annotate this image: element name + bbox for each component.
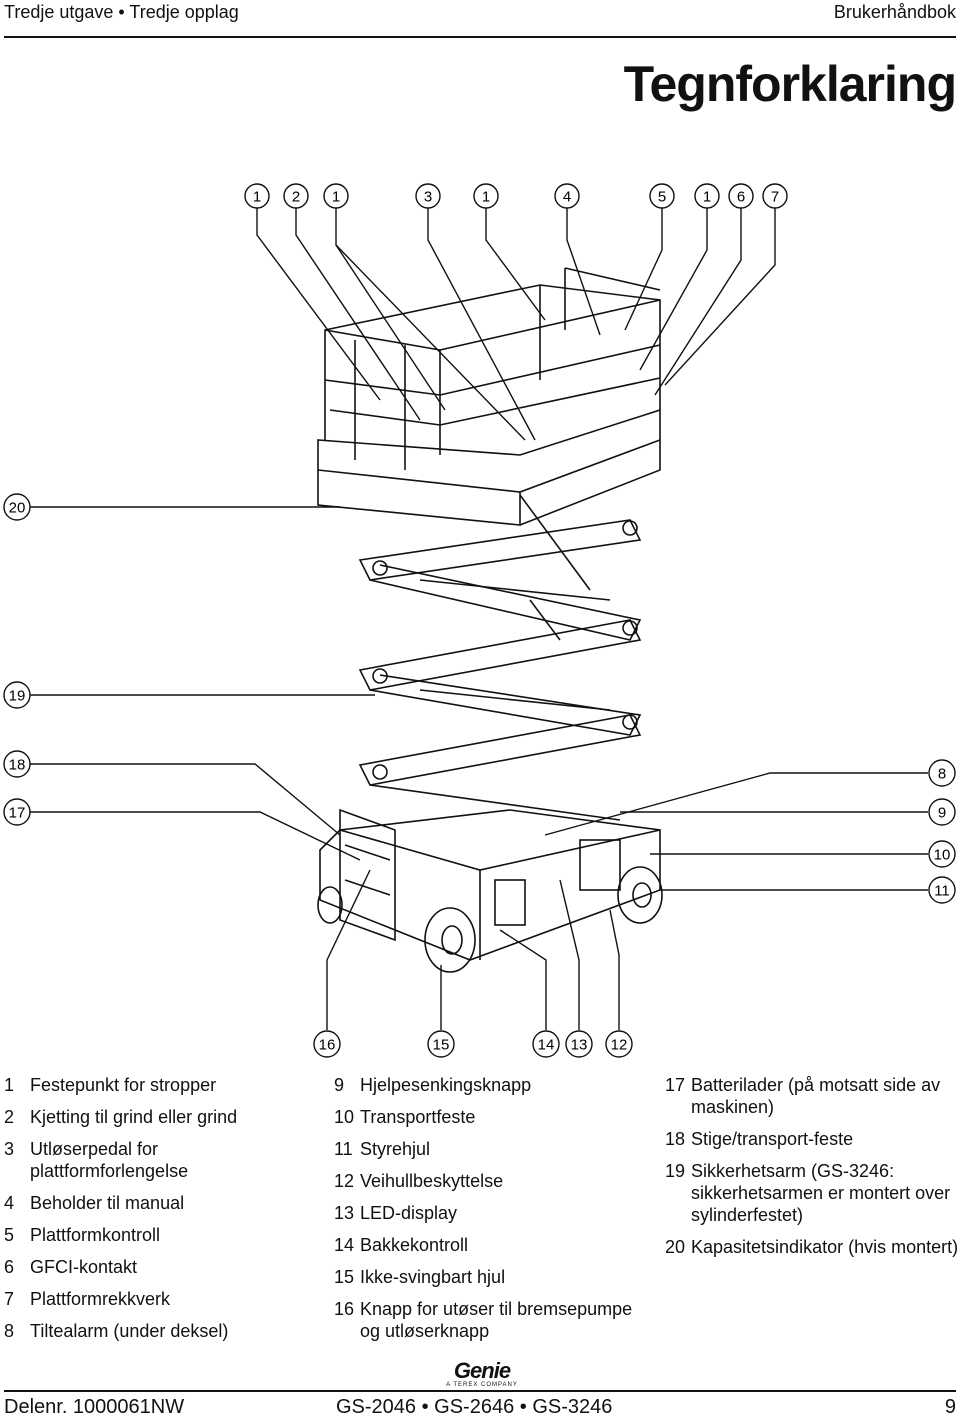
chassis: [319, 809, 661, 961]
svg-text:1: 1: [482, 189, 490, 206]
page-title: Tegnforklaring: [623, 56, 957, 112]
callout-9: 9: [928, 798, 956, 826]
svg-text:9: 9: [938, 805, 946, 822]
genie-logo: Genie A TEREX COMPANY: [446, 1360, 518, 1389]
svg-text:4: 4: [563, 189, 571, 206]
svg-text:5: 5: [658, 189, 666, 206]
callout-1d: 1: [694, 183, 720, 209]
front-wheel: [424, 907, 476, 973]
callout-15: 15: [427, 1030, 455, 1058]
svg-text:16: 16: [319, 1037, 336, 1054]
callout-3: 3: [415, 183, 441, 209]
callout-17: 17: [3, 798, 31, 826]
footer-part-number: Delenr. 1000061NW: [4, 1396, 185, 1418]
callout-4: 4: [554, 183, 580, 209]
platform-deck: [317, 408, 661, 493]
callout-2: 2: [283, 183, 309, 209]
footer-page-number: 9: [944, 1396, 956, 1418]
callout-14: 14: [532, 1030, 560, 1058]
svg-text:6: 6: [737, 189, 745, 206]
svg-text:1: 1: [703, 189, 711, 206]
svg-text:12: 12: [611, 1037, 628, 1054]
callout-18: 18: [3, 750, 31, 778]
callouts: 1 2 1 3 1 4 5 1 6 7 20 19 18 17 8 9 10 1…: [3, 183, 956, 1058]
svg-text:15: 15: [433, 1037, 450, 1054]
svg-text:20: 20: [9, 500, 26, 517]
callout-20: 20: [3, 493, 31, 521]
logo-subtitle: A TEREX COMPANY: [446, 1382, 518, 1388]
svg-text:19: 19: [9, 688, 26, 705]
scissor-lift-diagram: 1 2 1 3 1 4 5 1 6 7 20 19 18 17 8 9 10 1…: [3, 183, 956, 1058]
callout-11: 11: [928, 876, 956, 904]
callout-1a: 1: [244, 183, 270, 209]
rear-wheel: [617, 866, 663, 924]
callout-1c: 1: [473, 183, 499, 209]
scissor-stack: [358, 494, 642, 821]
svg-text:8: 8: [938, 766, 946, 783]
header-edition: Tredje utgave • Tredje opplag: [4, 2, 239, 22]
callout-7: 7: [762, 183, 788, 209]
svg-text:14: 14: [538, 1037, 555, 1054]
logo-brand: Genie: [453, 1358, 511, 1383]
callout-10: 10: [928, 840, 956, 868]
callout-12: 12: [605, 1030, 633, 1058]
callout-19: 19: [3, 681, 31, 709]
callout-1b: 1: [323, 183, 349, 209]
callout-5: 5: [649, 183, 675, 209]
svg-text:11: 11: [934, 883, 950, 900]
svg-text:3: 3: [424, 189, 432, 206]
footer-models: GS-2046 • GS-2646 • GS-3246: [336, 1396, 613, 1418]
svg-text:2: 2: [292, 189, 300, 206]
svg-text:17: 17: [9, 805, 26, 822]
header-rule: [4, 36, 956, 38]
svg-text:18: 18: [9, 757, 26, 774]
svg-text:13: 13: [571, 1037, 588, 1054]
callout-8: 8: [928, 759, 956, 787]
svg-text:1: 1: [332, 189, 340, 206]
footer-rule: [4, 1390, 956, 1392]
callout-16: 16: [313, 1030, 341, 1058]
svg-text:1: 1: [253, 189, 261, 206]
header-manual-title: Brukerhåndbok: [833, 2, 956, 22]
svg-text:10: 10: [934, 847, 951, 864]
callout-13: 13: [565, 1030, 593, 1058]
callout-6: 6: [728, 183, 754, 209]
svg-text:7: 7: [771, 189, 779, 206]
leader-lines: [30, 208, 928, 1030]
